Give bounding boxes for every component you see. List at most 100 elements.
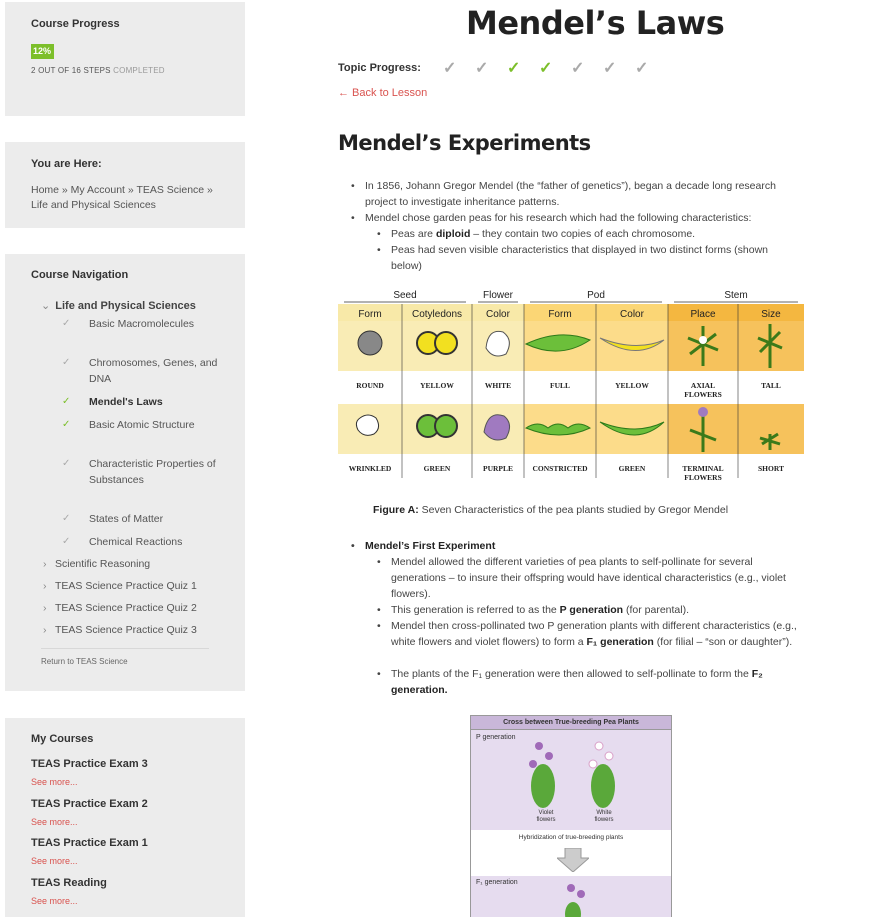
p-gen-label: P generation [476,734,516,741]
parent-plants-illustration [529,741,615,808]
green-pod [599,421,665,436]
chevron-right-icon: › [43,602,47,614]
trait-label: YELLOW [615,381,649,390]
topic-check-icon: ✓ [571,60,585,77]
column-label: Color [486,309,511,320]
axial-flower [699,336,707,344]
topic-check-icon: ✓ [603,60,617,77]
check-icon: ✓ [62,357,71,368]
group-label: Seed [393,290,416,301]
column-label: Place [690,309,715,320]
group-label: Stem [724,290,747,301]
course-title[interactable]: TEAS Practice Exam 1 [31,837,148,849]
column-label: Cotyledons [412,309,462,320]
nav-divider [41,648,209,649]
tall-plant [757,324,783,368]
hybrid-label: Hybridization of true-breeding plants [518,834,624,841]
green-cotyledon [434,414,458,438]
column-label: Size [761,309,781,320]
my-courses-title: My Courses [31,733,94,745]
course-title[interactable]: TEAS Reading [31,876,107,889]
white-flowers-label: White flowers [594,810,614,823]
return-link[interactable]: Return to TEAS Science [41,657,128,666]
course-navigation-title: Course Navigation [31,269,129,281]
check-icon: ✓ [62,536,71,547]
fe-bullet-1: •Mendel allowed the different varieties … [377,556,786,600]
trait-label: WRINKLED [349,464,392,473]
check-icon: ✓ [62,318,71,329]
chevron-right-icon: › [43,558,47,570]
header-cell [472,304,524,321]
f1-gen-label: F₁ generation [476,879,518,886]
header-cell [668,304,738,321]
fe-bullet-2: •This generation is referred to as the P… [377,604,690,616]
short-plant [759,432,781,450]
cross-diagram: Cross between True-breeding Pea Plants P… [470,715,672,917]
check-icon: ✓ [62,458,71,469]
bullet-2b: •Peas had seven visible characteristics … [377,244,769,272]
topic-check-icon: ✓ [539,60,553,77]
trait-label: PURPLE [483,464,513,473]
header-cell [596,304,668,321]
progress-steps: 2 OUT OF 16 STEPS COMPLETED [31,66,165,75]
header-cell [402,304,472,321]
column-label: Form [358,309,381,320]
back-to-lesson-link[interactable]: ← Back to Lesson [338,87,428,99]
topic-progress-label: Topic Progress: [338,62,421,74]
white-flower [485,330,510,357]
breadcrumb-panel: You are Here: Home » My Account » TEAS S… [5,142,245,228]
see-more-link[interactable]: See more... [31,816,78,827]
section-heading: Mendel’s Experiments [338,131,591,155]
header-cell [524,304,596,321]
purple-flower [483,414,510,441]
group-label: Pod [587,290,605,301]
terminal-flower [698,407,708,417]
chevron-down-icon: ⌄ [41,300,51,312]
course-title[interactable]: TEAS Practice Exam 2 [31,797,148,810]
topic-check-icon: ✓ [507,60,521,77]
header-cell [738,304,804,321]
see-more-link[interactable]: See more... [31,856,78,866]
group-label: Flower [483,290,514,301]
trait-label: YELLOW [420,381,454,390]
breadcrumb[interactable]: Home » My Account » TEAS Science » Life … [31,184,213,211]
trait-label: FLOWERS [684,473,722,482]
course-navigation-panel: Course Navigation ⌄ Life and Physical Sc… [5,254,245,691]
fe-bullet-4: •The plants of the F₁ generation were th… [377,668,763,696]
constricted-pod [524,423,592,436]
topic-check-icon: ✓ [635,60,649,77]
chevron-right-icon: › [43,624,47,636]
check-icon: ✓ [62,513,71,524]
first-experiment-title: •Mendel’s First Experiment [351,540,496,552]
course-progress-panel: Course Progress 12% 2 OUT OF 16 STEPS CO… [5,2,245,116]
cross-title: Cross between True-breeding Pea Plants [471,716,671,730]
see-more-link[interactable]: See more... [31,895,78,906]
section-life-physical[interactable]: ⌄ Life and Physical Sciences [41,300,196,312]
topic-check-icon: ✓ [443,60,457,77]
chevron-right-icon: › [43,580,47,592]
progress-bar: 12% [31,44,221,59]
bullet-2a: •Peas are diploid – they contain two cop… [377,228,696,240]
course-title[interactable]: TEAS Practice Exam 3 [31,758,148,770]
column-label: Color [620,309,645,320]
topic-check-icon: ✓ [475,60,489,77]
trait-label: AXIAL [691,381,715,390]
check-icon: ✓ [62,396,71,407]
trait-label: CONSTRICTED [532,464,588,473]
check-icon: ✓ [62,419,71,430]
f1-plant-illustration [565,884,585,917]
trait-label: FLOWERS [684,390,722,399]
trait-label: SHORT [758,464,784,473]
you-are-here-title: You are Here: [31,158,102,170]
column-label: Form [548,309,571,320]
trait-label: TERMINAL [682,464,723,473]
bullet-2: •Mendel chose garden peas for his resear… [351,212,752,224]
page-title: Mendel’s Laws [466,4,725,42]
see-more-link[interactable]: See more... [31,777,78,787]
p-gen-area [471,730,671,830]
trait-label: WHITE [485,381,511,390]
wrinkled-seed [355,414,380,436]
fe-bullet-3: •Mendel then cross-pollinated two P gene… [377,620,797,648]
trait-label: FULL [550,381,570,390]
